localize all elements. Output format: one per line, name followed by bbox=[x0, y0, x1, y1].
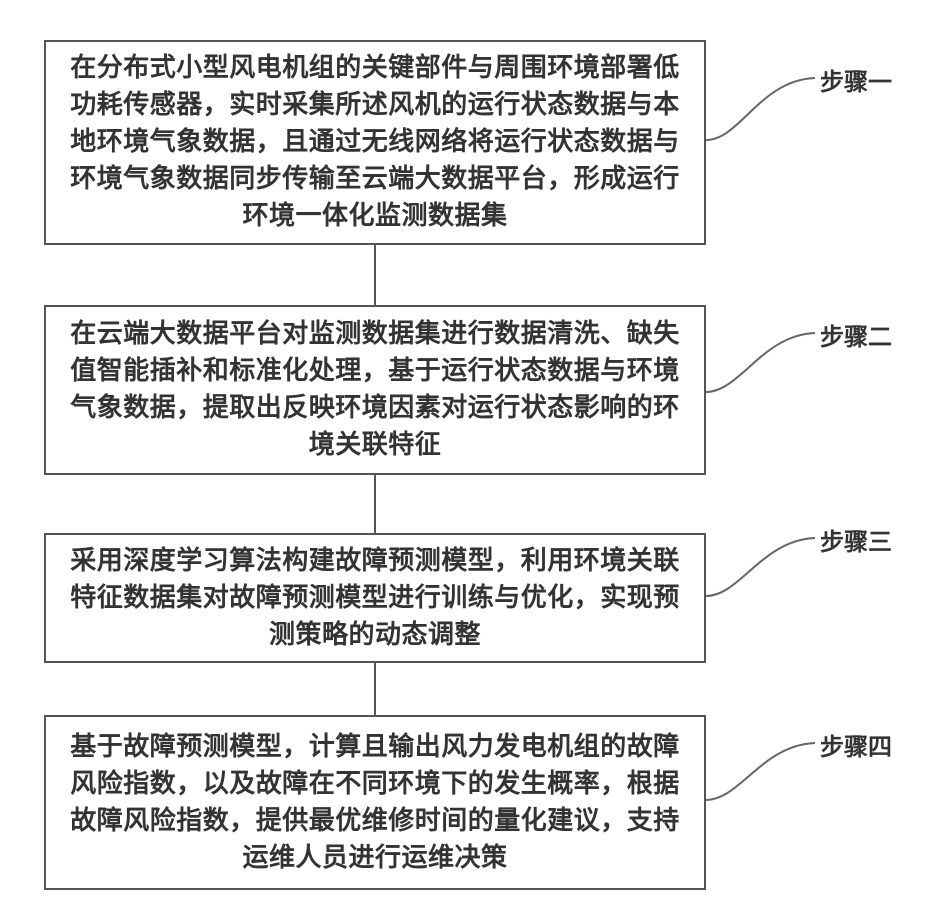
connector-2-3 bbox=[374, 475, 376, 533]
leader-line-3 bbox=[706, 538, 815, 596]
step-1-text: 在分布式小型风电机组的关键部件与周围环境部署低功耗传感器，实时采集所述风机的运行… bbox=[64, 50, 686, 235]
step-3-label: 步骤三 bbox=[820, 522, 892, 557]
step-4-label: 步骤四 bbox=[820, 727, 892, 762]
leader-line-1 bbox=[706, 78, 815, 140]
step-4-box: 基于故障预测模型，计算且输出风力发电机组的故障风险指数，以及故障在不同环境下的发… bbox=[44, 715, 706, 890]
step-2-label: 步骤二 bbox=[820, 317, 892, 352]
step-4-text: 基于故障预测模型，计算且输出风力发电机组的故障风险指数，以及故障在不同环境下的发… bbox=[64, 729, 686, 877]
leader-line-2 bbox=[706, 333, 815, 392]
step-2-box: 在云端大数据平台对监测数据集进行数据清洗、缺失值智能插补和标准化处理，基于运行状… bbox=[44, 305, 706, 475]
step-3-text: 采用深度学习算法构建故障预测模型，利用环境关联特征数据集对故障预测模型进行训练与… bbox=[64, 543, 686, 654]
connector-3-4 bbox=[374, 663, 376, 715]
step-1-box: 在分布式小型风电机组的关键部件与周围环境部署低功耗传感器，实时采集所述风机的运行… bbox=[44, 40, 706, 245]
leader-line-4 bbox=[706, 743, 815, 800]
connector-1-2 bbox=[374, 245, 376, 305]
step-2-text: 在云端大数据平台对监测数据集进行数据清洗、缺失值智能插补和标准化处理，基于运行状… bbox=[64, 316, 686, 464]
step-3-box: 采用深度学习算法构建故障预测模型，利用环境关联特征数据集对故障预测模型进行训练与… bbox=[44, 533, 706, 663]
step-1-label: 步骤一 bbox=[820, 62, 892, 97]
